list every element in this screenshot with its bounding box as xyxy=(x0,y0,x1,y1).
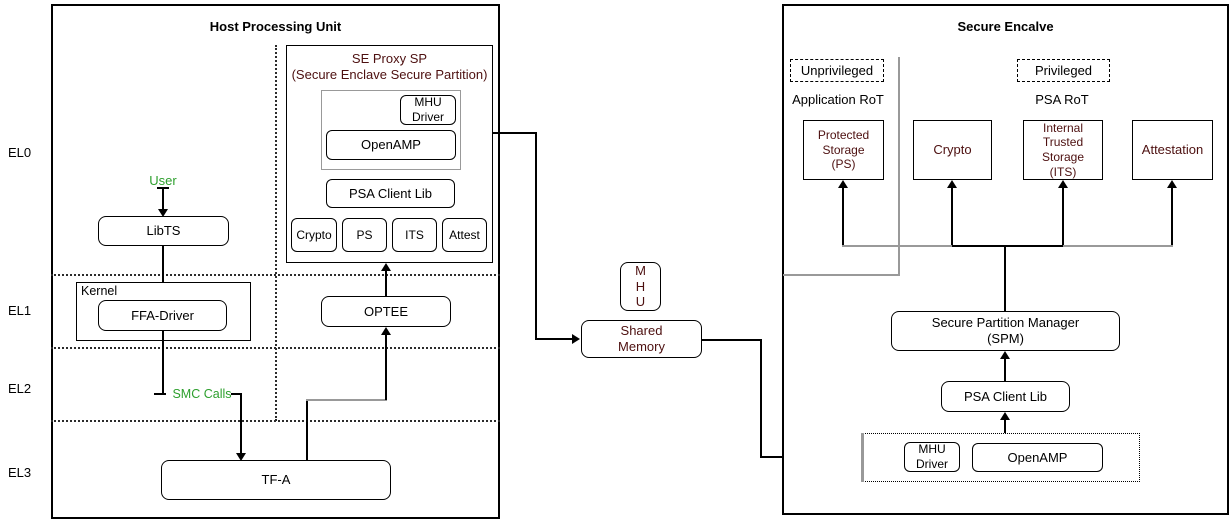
bus-to-ps-line xyxy=(842,187,844,245)
privileged-badge: Privileged xyxy=(1017,59,1110,82)
el0-label: EL0 xyxy=(8,145,32,160)
optee-to-seproxy-arrowhead xyxy=(381,263,391,271)
smc-tick-right xyxy=(231,393,241,395)
bus-to-its-arrowhead xyxy=(1058,180,1068,188)
application-rot-label: Application RoT xyxy=(792,92,884,107)
enclave-title: Secure Encalve xyxy=(957,19,1054,34)
psa-rot-label: PSA RoT xyxy=(1035,92,1089,107)
psalib-to-spm-line xyxy=(1004,357,1006,381)
sharedmem-to-enclave-line-h1 xyxy=(702,339,761,341)
privilege-separator-h xyxy=(783,274,900,276)
service-attest-box: Attest xyxy=(442,218,487,252)
enclave-psa-client-lib-box: PSA Client Lib xyxy=(941,381,1070,412)
bus-to-ps-arrowhead xyxy=(838,180,848,188)
host-vertical-divider xyxy=(275,45,277,421)
seproxy-to-sharedmem-line-h1 xyxy=(493,132,536,134)
user-label: User xyxy=(149,173,177,188)
libts-box: LibTS xyxy=(98,216,229,246)
protected-storage-box: Protected Storage (PS) xyxy=(803,120,884,180)
host-mhu-driver-box: MHU Driver xyxy=(400,95,456,125)
smc-to-tfa-line xyxy=(240,393,242,454)
smc-tick-left xyxy=(154,393,166,395)
transport-to-psalib-line xyxy=(1004,419,1006,433)
privilege-separator-v xyxy=(898,57,900,276)
sharedmem-to-enclave-line-v xyxy=(760,339,762,458)
optee-box: OPTEE xyxy=(321,296,451,327)
host-openamp-box: OpenAMP xyxy=(326,130,456,160)
spm-to-bus-line xyxy=(1004,247,1006,311)
host-psa-client-lib-box: PSA Client Lib xyxy=(326,179,455,208)
kernel-label: Kernel xyxy=(81,284,118,298)
optee-to-seproxy-line xyxy=(385,270,387,296)
ffa-to-smc-line xyxy=(162,331,164,393)
el1-label: EL1 xyxy=(8,303,32,318)
se-proxy-sp-title: SE Proxy SP (Secure Enclave Secure Parti… xyxy=(291,51,488,82)
host-title: Host Processing Unit xyxy=(209,19,342,34)
tfa-to-optee-line-v2 xyxy=(385,334,387,400)
service-ps-box: PS xyxy=(342,218,387,252)
ffa-driver-box: FFA-Driver xyxy=(98,300,227,331)
enclave-mhu-driver-box: MHU Driver xyxy=(904,442,960,472)
tfa-to-optee-line-h xyxy=(306,399,387,401)
smc-calls-label: SMC Calls xyxy=(172,387,232,401)
seproxy-to-sharedmem-arrowhead xyxy=(572,334,580,344)
service-crypto-box: Crypto xyxy=(291,218,337,252)
transport-to-psalib-arrowhead xyxy=(1000,412,1010,420)
el3-label: EL3 xyxy=(8,465,32,480)
tfa-to-optee-arrowhead xyxy=(381,327,391,335)
bus-to-its-line xyxy=(1062,187,1064,245)
user-to-libts-line xyxy=(162,187,164,209)
secure-enclave-box xyxy=(782,4,1229,515)
bus-to-crypto-arrowhead xyxy=(947,180,957,188)
el2-label: EL2 xyxy=(8,381,32,396)
seproxy-to-sharedmem-line-v xyxy=(535,132,537,339)
shared-memory-box: Shared Memory xyxy=(581,320,702,358)
mhu-box: M H U xyxy=(620,262,661,311)
bus-to-attestation-arrowhead xyxy=(1167,180,1177,188)
spm-services-bus-dark-segment xyxy=(952,245,1063,247)
enclave-crypto-box: Crypto xyxy=(913,120,992,180)
tfa-to-optee-line-v1 xyxy=(306,399,308,460)
el2-el3-divider xyxy=(51,420,500,422)
attestation-box: Attestation xyxy=(1132,120,1213,180)
unprivileged-badge: Unprivileged xyxy=(790,59,884,82)
seproxy-to-sharedmem-line-h2 xyxy=(535,338,573,340)
transport-group-gray-edge xyxy=(861,433,864,482)
psalib-to-spm-arrowhead xyxy=(1000,351,1010,359)
tfa-box: TF-A xyxy=(161,460,391,500)
libts-to-ffa-line xyxy=(162,246,164,293)
enclave-openamp-box: OpenAMP xyxy=(972,443,1103,472)
smc-to-tfa-arrowhead xyxy=(236,453,246,461)
bus-to-crypto-line xyxy=(951,187,953,245)
its-box: Internal Trusted Storage (ITS) xyxy=(1023,120,1103,180)
spm-box: Secure Partition Manager (SPM) xyxy=(891,311,1120,351)
bus-to-attestation-line xyxy=(1171,187,1173,245)
service-its-box: ITS xyxy=(392,218,437,252)
user-to-libts-arrowhead xyxy=(158,209,168,217)
